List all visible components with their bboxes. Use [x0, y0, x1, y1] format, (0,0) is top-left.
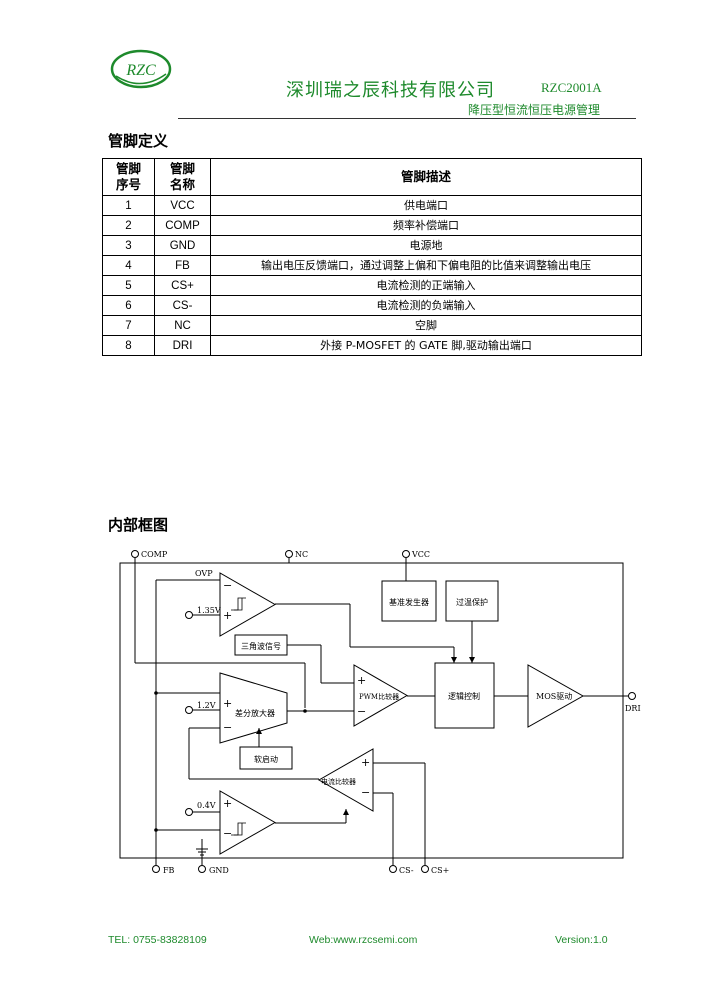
table-row: 4 FB 输出电压反馈端口，通过调整上偏和下偏电阻的比值来调整输出电压: [102, 255, 642, 276]
svg-text:−: −: [223, 721, 232, 734]
svg-text:+: +: [223, 797, 232, 810]
pin-description: 电流检测的负端输入: [210, 295, 642, 316]
col-pin-description: 管脚描述: [210, 158, 642, 196]
footer-web: Web:www.rzcsemi.com: [309, 934, 418, 946]
table-row: 6 CS- 电流检测的负端输入: [102, 295, 642, 316]
pin-gnd: [198, 865, 206, 873]
svg-text:−: −: [223, 579, 232, 592]
label-fb: FB: [163, 866, 175, 875]
pin-name: VCC: [154, 195, 211, 216]
pin-comp: [131, 550, 139, 558]
pin-number: 4: [102, 255, 155, 276]
pin-section-title: 管脚定义: [108, 132, 169, 150]
pin-cs-minus: [389, 865, 397, 873]
0.4v-comparator: [219, 790, 277, 855]
label-1.2v: 1.2V: [197, 701, 216, 710]
label-triangle-wave: 三角波信号: [241, 641, 281, 651]
company-logo: RZC: [110, 49, 172, 89]
label-soft-start: 软启动: [254, 754, 278, 764]
label-dri: DRI: [625, 704, 641, 713]
pin-name: COMP: [154, 215, 211, 236]
model-number: RZC2001A: [541, 80, 602, 95]
differential-amplifier: [219, 672, 288, 744]
label-diff-amp: 差分放大器: [235, 708, 275, 718]
pin-name: CS-: [154, 295, 211, 316]
pin-dri: [628, 692, 636, 700]
svg-text:+: +: [361, 756, 370, 769]
pin-description: 空脚: [210, 315, 642, 336]
label-gnd: GND: [209, 866, 229, 875]
label-ovp: OVP: [195, 569, 213, 578]
company-name: 深圳瑞之辰科技有限公司: [286, 80, 495, 101]
pin-name: GND: [154, 235, 211, 256]
product-subtitle: 降压型恒流恒压电源管理: [468, 103, 601, 117]
svg-text:−: −: [361, 786, 370, 799]
pin-name: CS+: [154, 275, 211, 296]
pin-number: 6: [102, 295, 155, 316]
pin-number: 7: [102, 315, 155, 336]
svg-text:+: +: [223, 697, 232, 710]
pin-description: 外接 P-MOSFET 的 GATE 脚,驱动输出端口: [210, 335, 642, 356]
footer-version: Version:1.0: [555, 934, 608, 946]
pin-number: 3: [102, 235, 155, 256]
block-section-title: 内部框图: [108, 516, 169, 534]
label-mos-driver: MOS驱动: [536, 691, 572, 701]
pin-table: 管脚 序号 管脚 名称 管脚描述 1 VCC 供电端口 2 COMP 频率补偿端…: [102, 158, 642, 356]
pin-name: FB: [154, 255, 211, 276]
pin-description: 电流检测的正端输入: [210, 275, 642, 296]
col-pin-number: 管脚 序号: [102, 158, 155, 196]
label-1.35v: 1.35V: [197, 606, 221, 615]
label-pwm-comparator: PWM比较器: [359, 692, 399, 701]
table-row: 2 COMP 频率补偿端口: [102, 215, 642, 236]
label-otp: 过温保护: [456, 597, 488, 607]
label-cs-plus: CS+: [431, 866, 449, 875]
label-current-comparator: 电流比较器: [321, 777, 356, 786]
pin-number: 5: [102, 275, 155, 296]
label-cs-minus: CS-: [399, 866, 414, 875]
chip-outline: [119, 562, 624, 859]
pin-table-header: 管脚 序号 管脚 名称 管脚描述: [102, 158, 642, 196]
ovp-comparator: [219, 572, 277, 637]
table-row: 8 DRI 外接 P-MOSFET 的 GATE 脚,驱动输出端口: [102, 335, 642, 356]
svg-text:−: −: [223, 827, 232, 840]
bandgap-block: [381, 580, 437, 622]
col-pin-name: 管脚 名称: [154, 158, 211, 196]
svg-text:+: +: [357, 674, 366, 687]
label-0.4v: 0.4V: [197, 801, 216, 810]
soft-start-block: [239, 746, 293, 770]
pin-name: DRI: [154, 335, 211, 356]
pwm-comparator: [353, 664, 409, 727]
label-comp: COMP: [141, 550, 168, 559]
pin-description: 电源地: [210, 235, 642, 256]
pin-description: 频率补偿端口: [210, 215, 642, 236]
pin-description: 供电端口: [210, 195, 642, 216]
mos-driver: [527, 664, 585, 728]
pin-nc: [285, 550, 293, 558]
pin-fb: [152, 865, 160, 873]
current-comparator: [317, 748, 374, 812]
label-logic-control: 逻辑控制: [448, 691, 480, 701]
pin-number: 1: [102, 195, 155, 216]
svg-text:−: −: [357, 705, 366, 718]
pin-description: 输出电压反馈端口，通过调整上偏和下偏电阻的比值来调整输出电压: [210, 255, 642, 276]
pin-number: 2: [102, 215, 155, 236]
pin-number: 8: [102, 335, 155, 356]
label-vcc: VCC: [411, 550, 430, 559]
table-row: 5 CS+ 电流检测的正端输入: [102, 275, 642, 296]
table-row: 3 GND 电源地: [102, 235, 642, 256]
internal-block-diagram: − + + − + − + − + − COMP NC VCC DRI FB G: [119, 550, 641, 875]
label-bandgap: 基准发生器: [389, 597, 429, 607]
svg-text:+: +: [223, 609, 232, 622]
pin-name: NC: [154, 315, 211, 336]
label-nc: NC: [295, 550, 308, 559]
pin-vcc: [402, 550, 410, 558]
table-row: 1 VCC 供电端口: [102, 195, 642, 216]
logo-text: RZC: [125, 62, 156, 79]
table-row: 7 NC 空脚: [102, 315, 642, 336]
footer-tel: TEL: 0755-83828109: [108, 934, 207, 946]
pin-cs-plus: [421, 865, 429, 873]
header-divider: [178, 118, 636, 119]
